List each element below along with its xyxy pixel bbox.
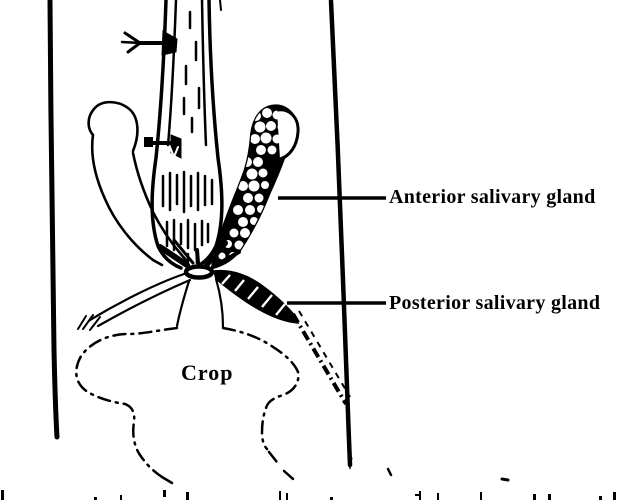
esophagus-tube — [150, 0, 224, 270]
ink-flecks — [386, 467, 510, 482]
crop-label: Crop — [181, 360, 234, 385]
posterior-salivary-gland-label: Posterior salivary gland — [389, 292, 601, 314]
left-gland-reservoir — [87, 100, 189, 267]
salivary-duct-left — [77, 272, 192, 331]
anterior-gland-smooth-lobe — [276, 108, 300, 161]
tracheal-branch-upper — [120, 30, 178, 56]
posterior-gland-hatching — [221, 274, 286, 316]
caption-text-fragments-cutoff — [1, 490, 616, 500]
posterior-gland-tail — [291, 312, 348, 406]
crop-neck-lines — [175, 277, 225, 329]
crop-outline — [75, 326, 300, 485]
right-body-wall-line — [328, 0, 353, 470]
left-body-wall-line — [47, 0, 60, 440]
tracheal-branch-lower — [144, 134, 182, 160]
anterior-salivary-gland-label: Anterior salivary gland — [389, 186, 596, 208]
gland-junction — [77, 238, 241, 331]
posterior-salivary-gland-body — [213, 269, 351, 406]
